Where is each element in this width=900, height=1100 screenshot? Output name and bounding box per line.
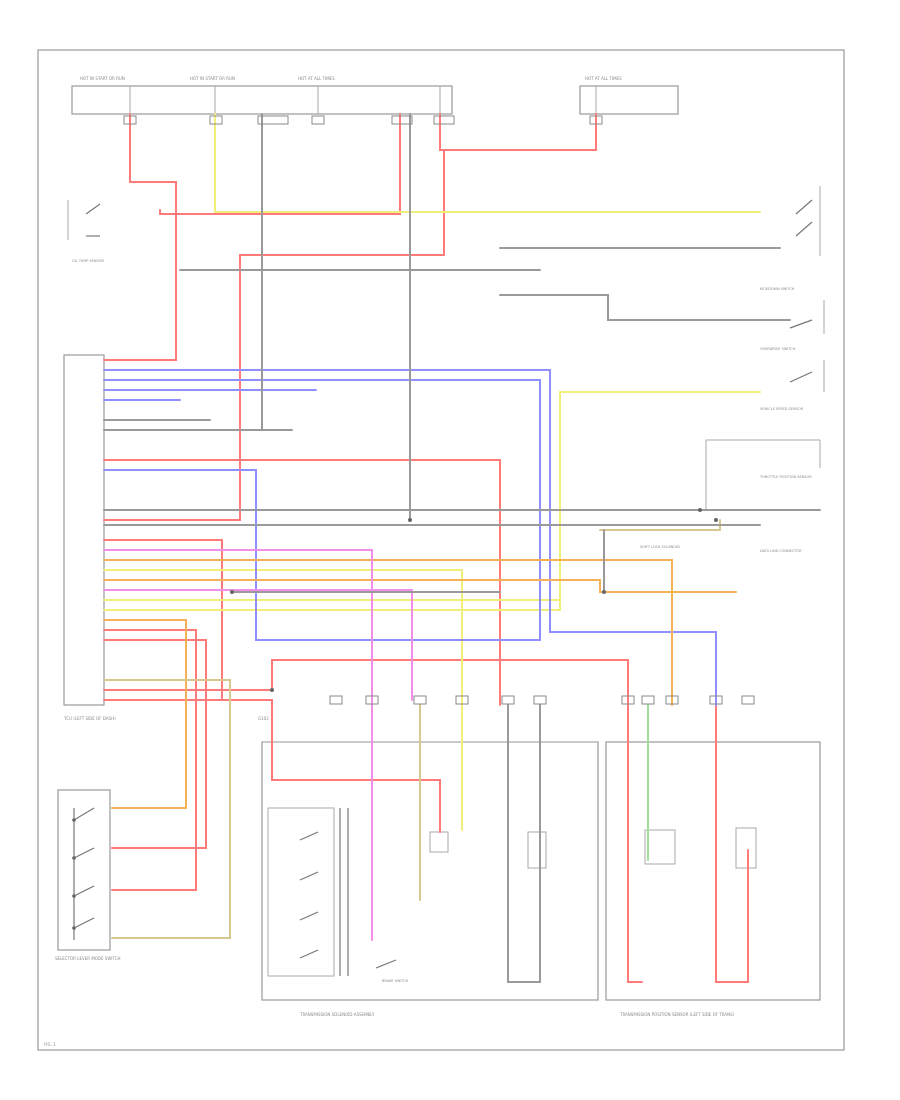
fuse-label-1: HOT IN START OR RUN [80, 76, 125, 81]
page-ref: FIG. 1 [44, 1042, 56, 1047]
shift-lock-label: SHIFT LOCK SOLENOID [640, 545, 680, 549]
position-sensor-label: TRANSMISSION POSITION SENSOR (LEFT SIDE … [619, 1012, 735, 1017]
kickdown-label: KICKDOWN SWITCH [760, 287, 795, 291]
orange-wires [103, 559, 737, 809]
position-sensor-box: TRANSMISSION POSITION SENSOR (LEFT SIDE … [605, 741, 821, 1017]
tcu-label: TCU (LEFT SIDE OF DASH) [63, 716, 116, 721]
ground-label: G102 [258, 716, 269, 721]
brake-switch-label: BRAKE SWITCH [382, 979, 409, 983]
fuse-panel: HOT IN START OR RUN HOT IN START OR RUN … [71, 76, 679, 115]
connector-marks [123, 115, 755, 705]
yellow-wires [103, 113, 761, 831]
pink-wires [103, 549, 413, 941]
mode-switch-label: SELECTOR LEVER MODE SWITCH [55, 956, 121, 961]
right-components: KICKDOWN SWITCH OVERDRIVE SWITCH VEHICLE… [640, 186, 825, 553]
red-wires [103, 113, 749, 983]
fuse-label-3: HOT AT ALL TIMES [298, 76, 335, 81]
solenoid-assembly: TRANSMISSION SOLENOID ASSEMBLY BRAKE SWI… [261, 741, 599, 1017]
vss-label: VEHICLE SPEED SENSOR [760, 407, 804, 411]
diagram-frame [37, 49, 845, 1051]
tps-label: THROTTLE POSITION SENSOR [759, 475, 812, 479]
fuse-label-5: HOT AT ALL TIMES [585, 76, 622, 81]
interlock-switch: OIL TEMP SENSOR [67, 200, 104, 263]
blue-wires [103, 369, 717, 706]
dlc-label: DATA LINK CONNECTOR [760, 549, 802, 553]
fuse-label-2: HOT IN START OR RUN [190, 76, 235, 81]
oil-temp-label: OIL TEMP SENSOR [72, 259, 104, 263]
tcu-connector: TCU (LEFT SIDE OF DASH) [63, 354, 116, 721]
solenoid-box-label: TRANSMISSION SOLENOID ASSEMBLY [299, 1012, 375, 1017]
selector-mode-switch: SELECTOR LEVER MODE SWITCH [55, 789, 121, 961]
overdrive-label: OVERDRIVE SWITCH [760, 347, 796, 351]
gray-wires [103, 113, 821, 983]
tan-wires [103, 519, 721, 939]
